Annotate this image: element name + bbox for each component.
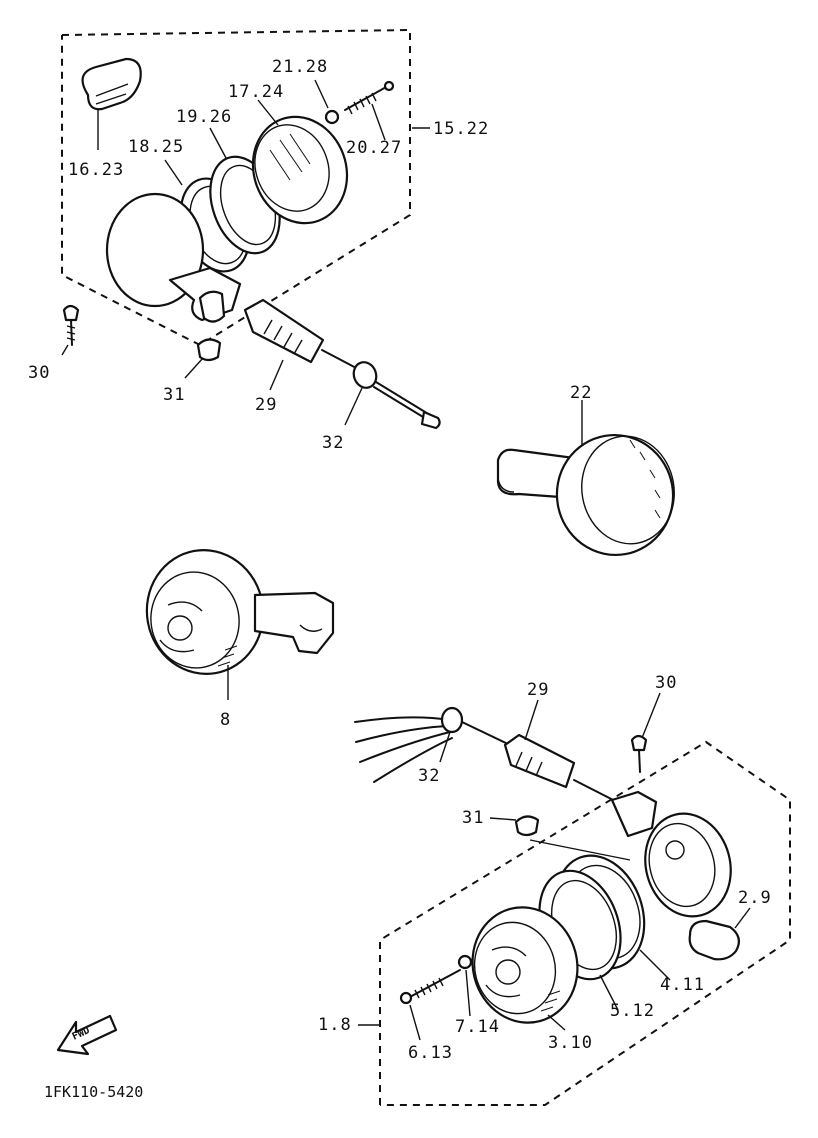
- label-lower-grommet: 31: [462, 808, 484, 828]
- label-screw: 20.27: [346, 138, 402, 158]
- lower-clamp: [440, 706, 464, 734]
- label-assembly: 15.22: [433, 119, 489, 139]
- upper-assembly-boundary: [61, 28, 411, 347]
- label-clamp: 32: [322, 433, 344, 453]
- fwd-arrow: FWD: [56, 1014, 118, 1056]
- label-lower-bolt: 30: [655, 673, 677, 693]
- lower-assembly-boundary: [379, 740, 791, 1106]
- upper-clamp: [352, 361, 441, 430]
- upper-housing: [105, 192, 242, 323]
- lower-wires: [354, 706, 511, 783]
- label-lower-nut: 7.14: [455, 1017, 500, 1037]
- label-lens: 17.24: [228, 82, 284, 102]
- lower-grommet: [514, 815, 540, 837]
- lower-socket: [503, 733, 626, 807]
- label-rim-ring: 19.26: [176, 107, 232, 127]
- lower-nut: [457, 954, 473, 970]
- upper-screw: [344, 80, 395, 115]
- lower-housing: [610, 790, 732, 918]
- label-bulb: 16.23: [68, 160, 124, 180]
- lower-assembly: 29 30 32 31 2.9 4.11 5.12 3.10 7.14 6.13…: [318, 673, 791, 1106]
- label-lower-socket: 29: [527, 680, 549, 700]
- left-housing: 8: [145, 549, 335, 730]
- upper-bolt: [62, 304, 80, 346]
- upper-bulb: [81, 57, 142, 111]
- right-housing: 22: [496, 383, 675, 557]
- label-grommet: 31: [163, 385, 185, 405]
- upper-socket: [243, 298, 361, 371]
- diagram-code: 1FK110-5420: [44, 1083, 143, 1101]
- label-lens-gasket: 18.25: [128, 137, 184, 157]
- label-left-housing: 8: [220, 710, 231, 730]
- label-lower-assembly: 1.8: [318, 1015, 352, 1035]
- label-right-housing: 22: [570, 383, 592, 403]
- lower-bulb: [688, 919, 741, 961]
- upper-lens: [251, 115, 349, 225]
- label-bolt: 30: [28, 363, 50, 383]
- label-lower-ring: 4.11: [660, 975, 705, 995]
- label-socket: 29: [255, 395, 277, 415]
- upper-grommet: [196, 338, 222, 362]
- upper-assembly: 16.23 18.25 19.26 17.24 21.28 20.27 15.2…: [28, 28, 489, 453]
- label-lower-clamp: 32: [418, 766, 440, 786]
- label-lower-gasket: 5.12: [610, 1001, 655, 1021]
- lower-bolt: [630, 734, 648, 773]
- label-lower-lens: 3.10: [548, 1033, 593, 1053]
- lower-lens: [471, 906, 579, 1024]
- lower-screw: [399, 969, 461, 1005]
- upper-nut: [324, 109, 340, 125]
- label-lower-screw: 6.13: [408, 1043, 453, 1063]
- label-nut: 21.28: [272, 57, 328, 77]
- label-lower-bulb: 2.9: [738, 888, 772, 908]
